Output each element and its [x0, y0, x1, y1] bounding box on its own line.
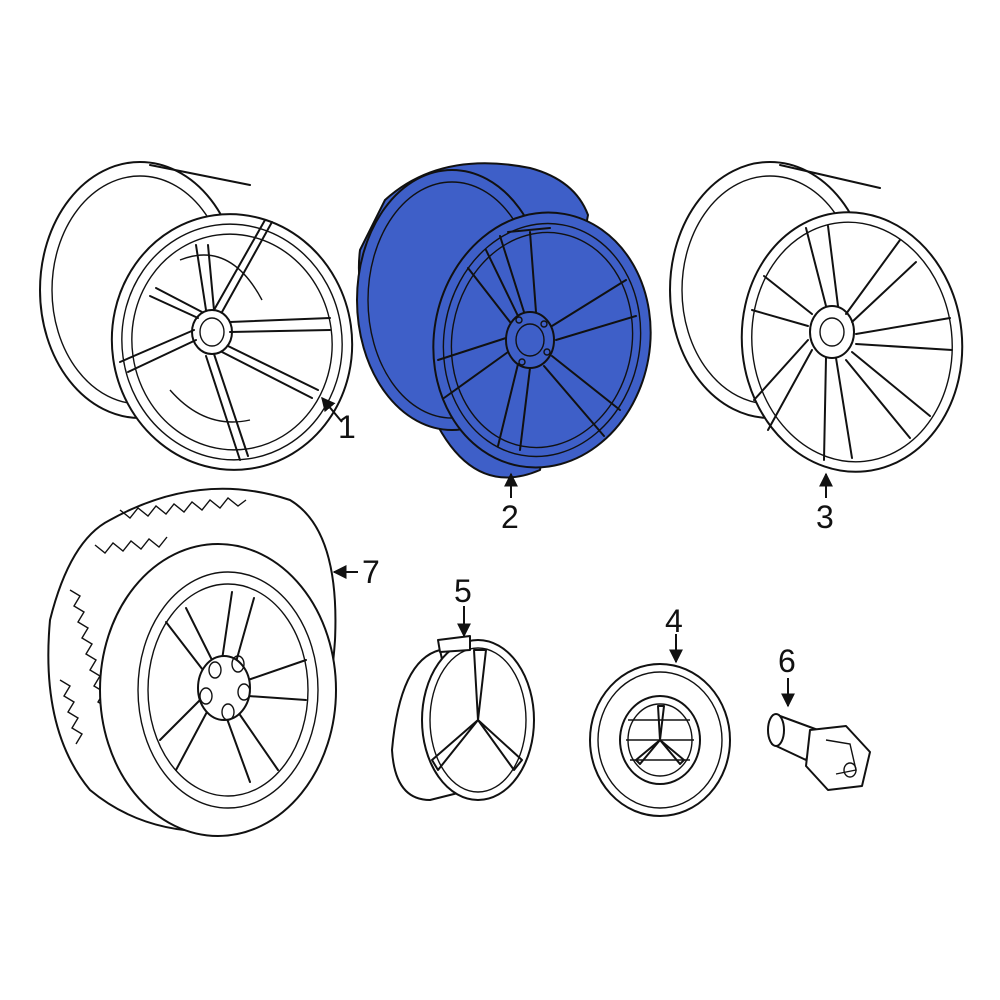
callout-label-6: 6 [778, 643, 796, 679]
center-cap[interactable] [589, 663, 731, 817]
callout-label-3: 3 [816, 499, 834, 535]
callout-label-5: 5 [454, 573, 472, 609]
callout-7: 7 [332, 554, 380, 590]
callout-1: 1 [321, 396, 356, 445]
tire-wheel-assembly[interactable] [47, 487, 337, 837]
callout-2: 2 [501, 472, 519, 535]
callout-6: 6 [778, 643, 796, 708]
callout-label-1: 1 [338, 409, 356, 445]
callout-4: 4 [665, 603, 683, 664]
wheel-rim-2[interactable] [356, 162, 671, 485]
wheel-rim-1[interactable] [39, 161, 369, 485]
callout-5: 5 [454, 573, 472, 638]
lug-bolt[interactable] [767, 713, 871, 791]
callout-3: 3 [816, 472, 834, 535]
emblem-cap[interactable] [391, 635, 535, 801]
callout-label-4: 4 [665, 603, 683, 639]
callout-label-7: 7 [362, 554, 380, 590]
wheel-rim-3[interactable] [669, 161, 975, 483]
callout-label-2: 2 [501, 499, 519, 535]
